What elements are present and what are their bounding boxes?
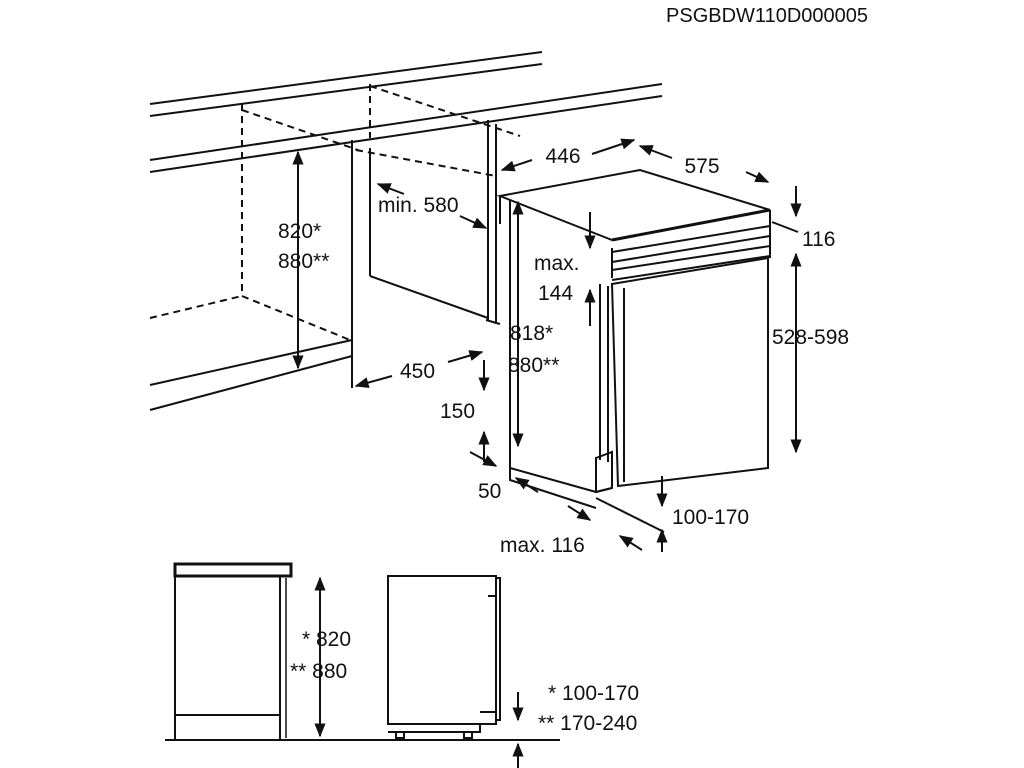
worktop — [149, 51, 663, 173]
label-50: 50 — [478, 480, 501, 503]
label-446: 446 — [545, 145, 580, 168]
label-min-580: min. 580 — [378, 194, 459, 217]
label-880: 880** — [278, 250, 329, 273]
label-880-device: 880** — [508, 354, 559, 377]
label-116: 116 — [802, 228, 835, 251]
dishwasher-body — [496, 168, 771, 509]
label-150: 150 — [440, 400, 475, 423]
drawing-code: PSGBDW110D000005 — [666, 5, 868, 27]
cabinet-elevation — [173, 562, 293, 740]
dishwasher-elevation — [387, 575, 501, 739]
label-450: 450 — [400, 360, 435, 383]
niche-walls — [351, 120, 501, 388]
side-label-170-240: ** 170-240 — [538, 712, 637, 735]
label-820: 820* — [278, 220, 321, 243]
side-label-100-170: * 100-170 — [548, 682, 639, 705]
label-528-598: 528-598 — [772, 326, 849, 349]
niche-outline — [149, 84, 521, 341]
dimension-lines — [292, 138, 802, 552]
floor-lines — [149, 339, 353, 411]
isometric-view: 446 575 116 min. 580 820* 880** 528-598 … — [149, 51, 849, 557]
label-144: 144 — [538, 282, 573, 305]
label-max: max. — [534, 252, 580, 275]
label-max-116: max. 116 — [500, 534, 585, 557]
side-views: * 820 ** 880 * 100-170 ** 170-240 — [165, 562, 639, 768]
side-label-820: * 820 — [302, 628, 351, 651]
label-100-170: 100-170 — [672, 506, 749, 529]
label-818: 818* — [510, 322, 553, 345]
side-label-880: ** 880 — [290, 660, 347, 683]
label-575: 575 — [684, 155, 719, 178]
